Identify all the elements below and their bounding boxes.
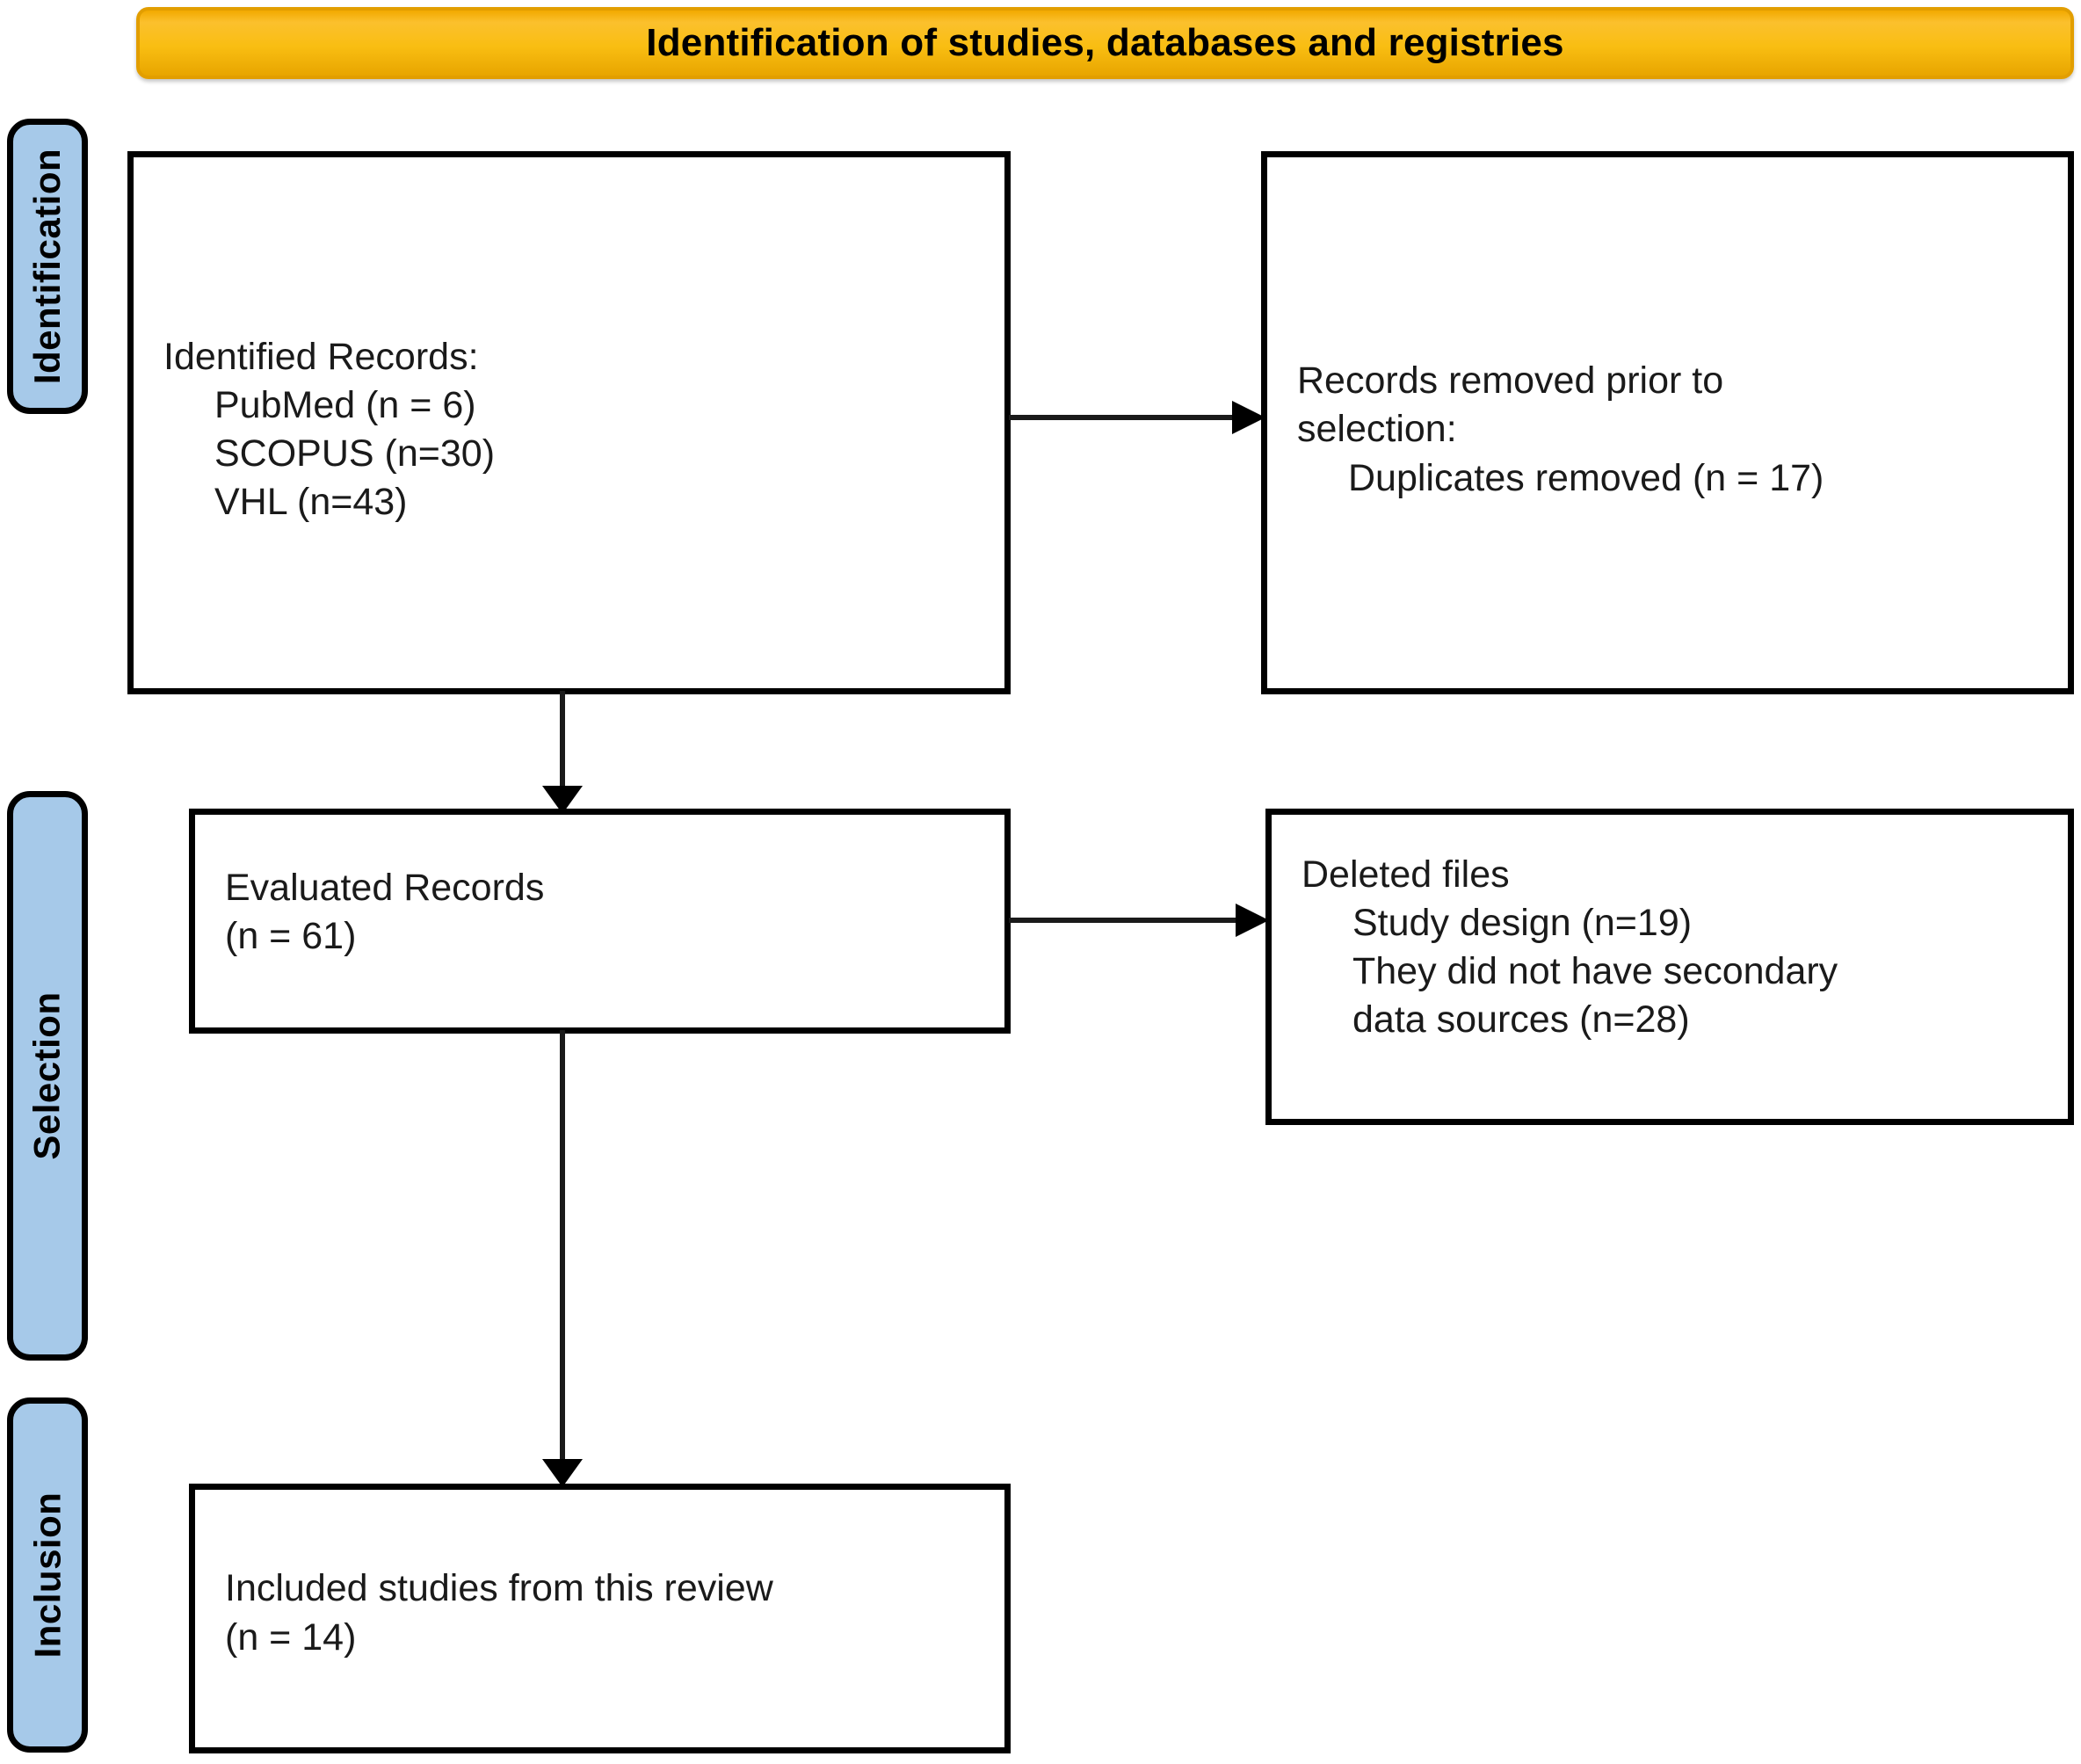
evaluated-records-line-0: Evaluated Records bbox=[225, 866, 545, 909]
arrow-evaluated-to-deleted bbox=[1009, 898, 1269, 942]
stage-label-identification-text: Identification bbox=[26, 148, 68, 385]
deleted-files-line-3: data sources (n=28) bbox=[1352, 998, 1690, 1042]
deleted-files-line-0: Deleted files bbox=[1302, 853, 1510, 896]
identified-records-line-0: Identified Records: bbox=[163, 335, 479, 378]
stage-label-selection: Selection bbox=[7, 791, 88, 1361]
stage-label-identification: Identification bbox=[7, 119, 88, 414]
records-removed-line-2: Duplicates removed (n = 17) bbox=[1348, 456, 1824, 499]
identification-banner: Identification of studies, databases and… bbox=[136, 7, 2074, 79]
arrow-identified-to-removed bbox=[1009, 396, 1265, 439]
box-evaluated-records: Evaluated Records (n = 61) bbox=[189, 809, 1011, 1034]
stage-label-selection-text: Selection bbox=[26, 991, 69, 1160]
records-removed-line-0: Records removed prior to bbox=[1297, 359, 1724, 403]
included-studies-line-0: Included studies from this review bbox=[225, 1567, 773, 1610]
stage-label-inclusion: Inclusion bbox=[7, 1397, 88, 1753]
box-included-studies: Included studies from this review (n = 1… bbox=[189, 1484, 1011, 1753]
box-included-studies-content: Included studies from this review (n = 1… bbox=[195, 1564, 1004, 1661]
deleted-files-line-1: Study design (n=19) bbox=[1352, 901, 1693, 944]
records-removed-line-1: selection: bbox=[1297, 408, 1457, 451]
box-records-removed-content: Records removed prior to selection: Dupl… bbox=[1267, 357, 2068, 502]
identified-records-line-2: SCOPUS (n=30) bbox=[214, 432, 496, 475]
box-deleted-files-content: Deleted files Study design (n=19) They d… bbox=[1272, 851, 2068, 1044]
included-studies-line-1: (n = 14) bbox=[225, 1615, 357, 1659]
box-records-removed: Records removed prior to selection: Dupl… bbox=[1261, 151, 2074, 694]
box-identified-records-content: Identified Records: PubMed (n = 6) SCOPU… bbox=[134, 333, 1004, 526]
stage-label-inclusion-text: Inclusion bbox=[26, 1492, 69, 1659]
box-evaluated-records-content: Evaluated Records (n = 61) bbox=[195, 864, 1004, 961]
identified-records-line-1: PubMed (n = 6) bbox=[214, 383, 476, 426]
evaluated-records-line-1: (n = 61) bbox=[225, 915, 357, 957]
box-identified-records: Identified Records: PubMed (n = 6) SCOPU… bbox=[127, 151, 1011, 694]
banner-title: Identification of studies, databases and… bbox=[646, 21, 1564, 64]
arrow-evaluated-to-included bbox=[538, 1030, 587, 1487]
deleted-files-line-2: They did not have secondary bbox=[1352, 950, 1838, 992]
arrow-identified-to-evaluated bbox=[538, 691, 587, 814]
identified-records-line-3: VHL (n=43) bbox=[214, 481, 408, 524]
box-deleted-files: Deleted files Study design (n=19) They d… bbox=[1265, 809, 2074, 1125]
